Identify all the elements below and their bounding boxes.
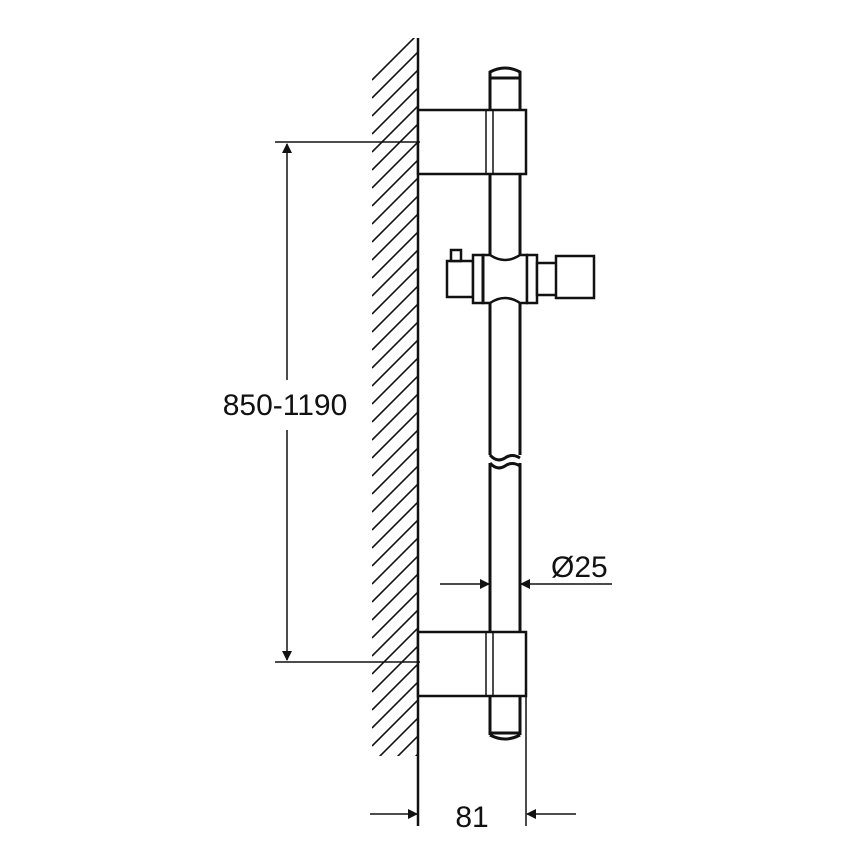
projection-dimension <box>370 696 576 826</box>
top-wall-bracket <box>416 108 528 176</box>
height-dimension-label: 850-1190 <box>223 389 348 422</box>
slider-holder <box>445 248 596 305</box>
wall-hatch <box>372 38 418 756</box>
diameter-dimension-label: Ø25 <box>551 551 608 584</box>
height-dimension <box>275 141 420 663</box>
bottom-wall-bracket <box>416 630 528 698</box>
projection-dimension-label: 81 <box>455 801 488 834</box>
rail <box>488 66 522 741</box>
